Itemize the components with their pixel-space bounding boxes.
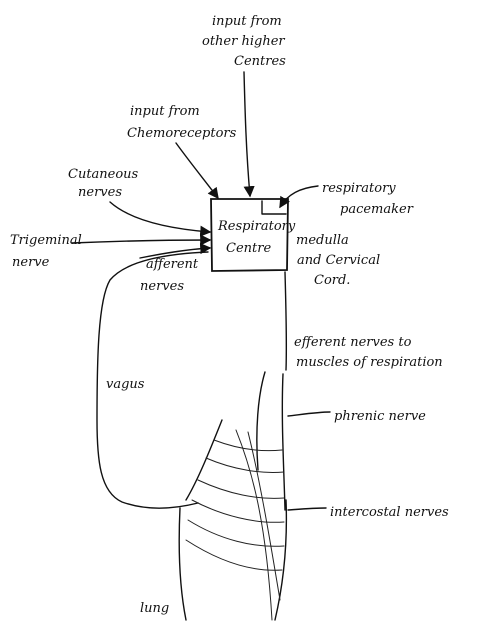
efferent-label-line2: muscles of respiration [296,355,443,370]
chemoreceptors-label-line2: Chemoreceptors [127,126,237,141]
cord-descending-line [285,272,286,370]
higher-centres-label-line3: Centres [234,54,286,69]
cutaneous-label-line1: Cutaneous [68,167,139,182]
higher-centres-input: input from other higher Centres [202,14,286,196]
phrenic-label: phrenic nerve [334,409,426,424]
higher-centres-arrow [244,72,250,196]
efferent-nerves: efferent nerves to muscles of respiratio… [285,272,443,370]
cutaneous-label-line2: nerves [78,185,122,200]
lung-label: lung [140,601,169,616]
pacemaker-arrow [280,186,318,207]
chemoreceptors-label-line1: input from [130,104,200,119]
higher-centres-label-line1: input from [212,14,282,29]
medulla-label: medulla and Cervical Cord. [296,233,380,288]
pacemaker-label-line1: respiratory [322,181,396,196]
phrenic-nerve: phrenic nerve [288,409,426,424]
chest-outline [179,372,286,620]
chest-right-outer [282,374,285,510]
efferent-label-line1: efferent nerves to [294,335,412,350]
respiratory-centre-box: Respiratory Centre [211,199,296,271]
respiratory-centre-label-line2: Centre [226,241,271,256]
pacemaker-label-line2: pacemaker [340,202,414,217]
intercostal-nerves: intercostal nerves [288,505,449,520]
chemoreceptors-input: input from Chemoreceptors [127,104,237,198]
medulla-label-line1: medulla [296,233,349,248]
pacemaker-callout: respiratory pacemaker [280,181,414,217]
afferent-label-line2: nerves [140,279,184,294]
trigeminal-label-line2: nerve [12,255,50,270]
cutaneous-arrow [110,202,210,232]
lung-label-group: lung [140,601,169,616]
trigeminal-arrow [72,240,210,243]
lung-right-outline [275,500,286,620]
medulla-label-line3: Cord. [314,273,350,288]
cutaneous-input: Cutaneous nerves [68,167,210,232]
trigeminal-label-line1: Trigeminal [10,233,82,248]
vagus-label: vagus [106,377,145,392]
chemoreceptors-arrow [176,143,218,198]
medulla-label-line2: and Cervical [297,253,380,268]
afferent-label-line1: afferent [146,257,199,272]
intercostal-label: intercostal nerves [330,505,449,520]
lung-left-outline [179,508,186,620]
spine-line [257,372,265,470]
higher-centres-label-line2: other higher [202,34,285,49]
respiratory-centre-label-line1: Respiratory [217,219,296,234]
